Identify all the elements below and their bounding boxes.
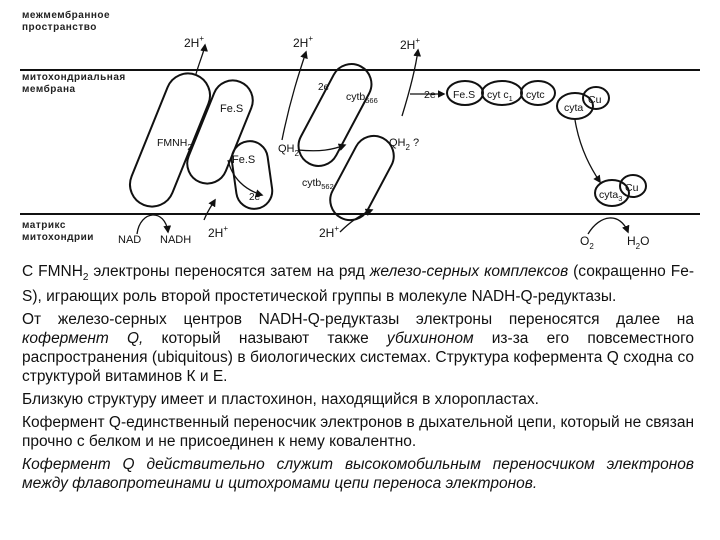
cu-label-2: Cu	[625, 182, 639, 194]
nad-nadh-arrow	[136, 214, 172, 235]
h-bot-label-2: 2H+	[319, 224, 339, 240]
h-bot-2-arrow	[339, 208, 374, 233]
fes-label-2: Fe.S	[232, 154, 255, 166]
fmn-oval	[129, 72, 211, 208]
h-top-label-1: 2H+	[184, 34, 204, 50]
cu-oval-2	[619, 174, 647, 198]
h-bot-label-1: 2H+	[208, 224, 228, 240]
cyta-oval	[556, 92, 594, 120]
intermembrane-label-2: пространство	[22, 22, 97, 33]
membrane-label-2: мембрана	[22, 83, 76, 95]
qh2-label-2: QH2?	[389, 137, 419, 152]
paragraph-mobile-carrier: Кофермент Q действительно служит высоком…	[22, 456, 694, 493]
h-top-1-arrow	[195, 43, 208, 75]
paragraph-single-carrier: Кофермент Q-единственный переносчик элек…	[22, 414, 694, 451]
fes-label-1: Fe.S	[220, 103, 243, 115]
h-top-3-arrow	[401, 48, 422, 117]
h-top-label-3: 2H+	[400, 36, 420, 52]
cyta-to-cyta3-arrow	[574, 119, 601, 184]
o2-h2o-arrow	[587, 217, 630, 235]
cytb566-oval	[297, 63, 373, 167]
complex-iii	[230, 63, 395, 222]
matrix-label-2: митохондрии	[22, 232, 94, 243]
cyt-c1-label: cyt c1	[487, 89, 513, 103]
two-e-label-1: 2e	[249, 192, 261, 203]
h-bot-1-arrow	[203, 198, 216, 221]
h-top-label-2: 2H+	[293, 34, 313, 50]
cyta3-oval	[594, 179, 630, 207]
fmn-label: FMNH2	[157, 137, 192, 152]
electron-transport-diagram: межмембранное пространство митохондриаль…	[20, 9, 700, 251]
two-e-label-3: 2e	[424, 89, 436, 101]
fes-to-qh2-arrow	[227, 159, 264, 197]
qh2-to-b-arrow	[297, 143, 347, 152]
intermembrane-label-1: межмембранное	[22, 9, 110, 21]
cytc-oval	[520, 80, 556, 106]
two-e-label-2: 2e	[318, 82, 330, 93]
membrane-label-1: митохондриальная	[22, 72, 126, 83]
cu-label-1: Cu	[588, 94, 602, 106]
cyta-label: cyta	[564, 102, 583, 114]
explanation-text: С FMNH2 электроны переносятся затем на р…	[22, 262, 694, 497]
fes-chain-label: Fe.S	[453, 89, 475, 101]
cytc-label: cytc	[526, 89, 545, 101]
cytb562-label: cytb562	[302, 177, 334, 191]
cu-oval-1	[582, 86, 610, 110]
cytb566-label: cytb566	[346, 91, 378, 105]
nadh-label: NADH	[160, 234, 191, 246]
paragraph-plastoquinone: Близкую структуру имеет и пластохинон, н…	[22, 391, 539, 409]
paragraph-coenzyme-q: От железо-серных центров NADH-Q-редуктаз…	[22, 311, 695, 386]
cyta3-label: cyta3	[599, 189, 622, 203]
paragraph-fmn: С FMNH2 электроны переносятся затем на р…	[22, 263, 694, 306]
matrix-label-1: матрикс	[22, 220, 66, 231]
arrows	[136, 43, 630, 235]
h2o-label: H2O	[627, 234, 649, 251]
fes-oval-1	[186, 79, 254, 185]
nad-label: NAD	[118, 234, 141, 246]
o2-label: O2	[580, 234, 594, 251]
qh2-oval	[230, 140, 274, 210]
complex-i	[129, 72, 254, 208]
h-top-2-arrow	[281, 50, 308, 141]
cytb562-oval	[329, 134, 395, 222]
qh2-label-1: QH2	[278, 143, 300, 158]
